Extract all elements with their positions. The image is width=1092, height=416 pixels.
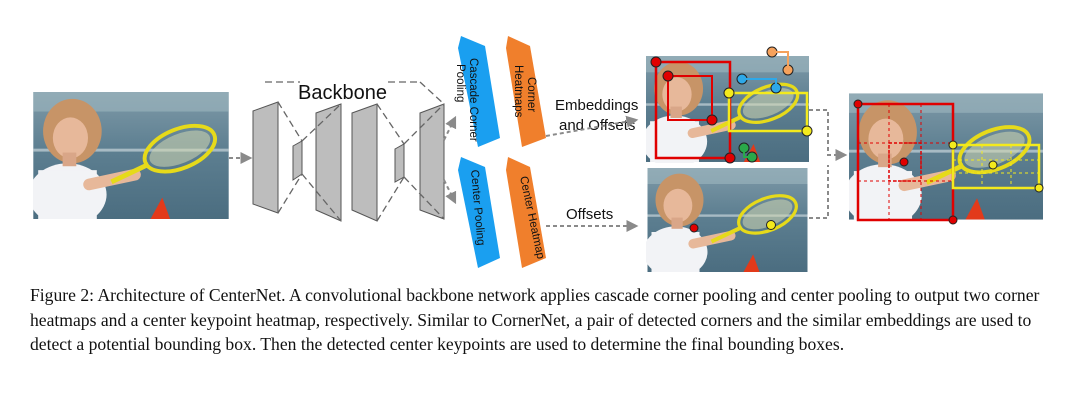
- svg-text:Embeddings and Offsets: Embeddings and Offsets: [555, 97, 643, 134]
- cascade-corner-pooling-label: Cascade Corner: [467, 58, 479, 142]
- backbone-layer: [315, 103, 342, 222]
- backbone-network: Backbone: [229, 81, 457, 222]
- figure-caption: Figure 2: Architecture of CenterNet. A c…: [30, 283, 1070, 357]
- center-keypoint-image: [644, 168, 808, 278]
- final-output-image: [844, 93, 1044, 225]
- backbone-label: Backbone: [298, 82, 387, 104]
- corner-heatmaps-block: Corner Heatmaps: [506, 36, 546, 147]
- offsets-label: Offsets: [566, 206, 613, 223]
- embeddings-offsets-label: Embeddings: [555, 97, 638, 114]
- caption-label: Figure 2:: [30, 285, 95, 305]
- final-box-yellow: [951, 143, 1041, 190]
- backbone-layer: [252, 101, 279, 214]
- cascade-corner-pooling-block: Cascade Corner Pooling: [454, 36, 500, 147]
- candidate-box-red: [667, 75, 713, 121]
- input-image: [28, 92, 228, 226]
- corner-detection-image: [642, 46, 813, 164]
- svg-text:Corner Heatmaps: Corner Heatmaps: [512, 65, 537, 118]
- backbone-layer: [419, 103, 445, 220]
- backbone-layer: [292, 140, 303, 181]
- candidate-box-yellow: [727, 91, 809, 133]
- svg-text:Cascade Corner Pooling: Cascade Corner Pooling: [454, 58, 479, 145]
- backbone-layer: [394, 143, 405, 183]
- corner-heatmaps-label: Corner: [525, 77, 537, 112]
- center-pooling-block: Center Pooling: [458, 157, 500, 268]
- corner-heatmaps-label: Heatmaps: [512, 65, 524, 118]
- cascade-corner-pooling-label: Pooling: [454, 64, 466, 102]
- center-heatmap-block: Center Heatmap: [506, 157, 546, 268]
- caption-text: Architecture of CenterNet. A convolution…: [30, 285, 1040, 354]
- architecture-figure: Backbone Cascade Corner Pooling Corner H…: [0, 36, 1044, 290]
- embeddings-offsets-label: and Offsets: [559, 117, 635, 134]
- backbone-layer: [351, 103, 378, 222]
